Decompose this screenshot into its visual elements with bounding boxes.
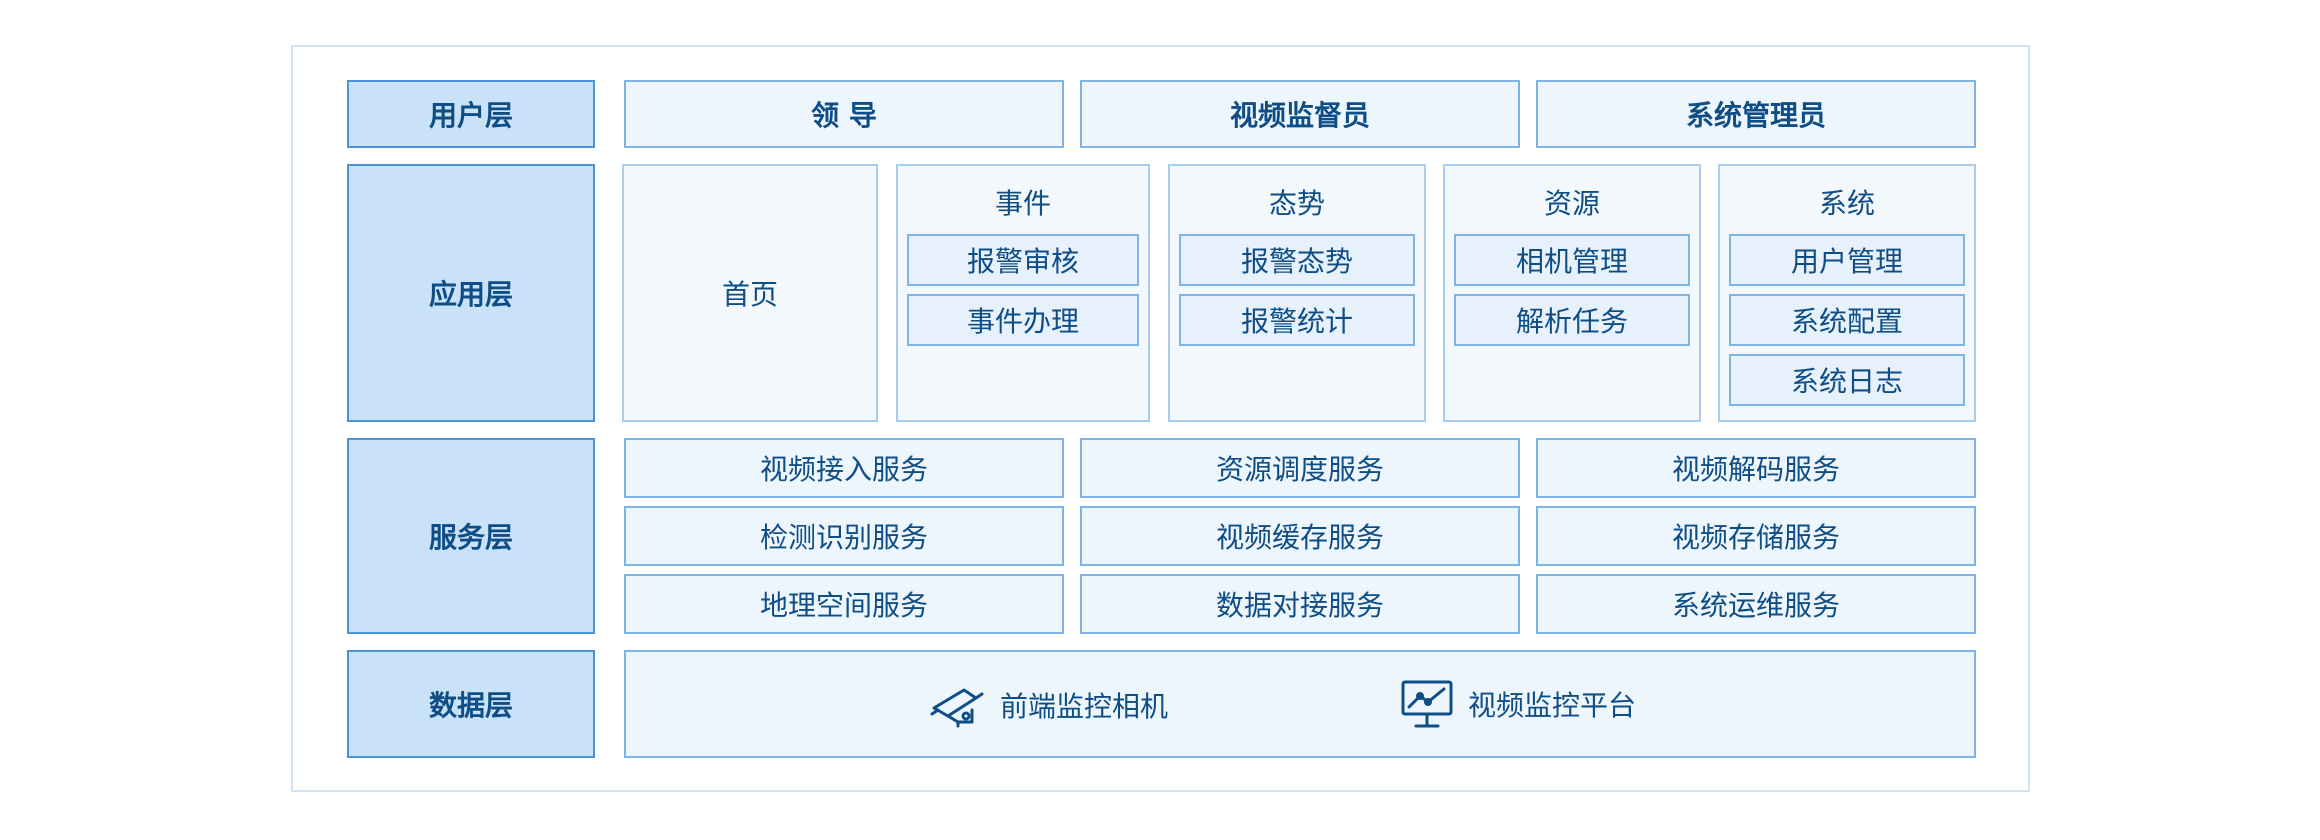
app-module-home: 首页 <box>622 164 878 422</box>
service-data-integration: 数据对接服务 <box>1080 574 1520 634</box>
service-video-storage: 视频存储服务 <box>1536 506 1976 566</box>
layer-label-app: 应用层 <box>347 164 595 422</box>
module-title: 态势 <box>1268 187 1325 220</box>
service-system-operations: 系统运维服务 <box>1536 574 1976 634</box>
service-geospatial: 地理空间服务 <box>624 574 1064 634</box>
submodule-alarm-review: 报警审核 <box>907 234 1139 286</box>
service-detection-recognition: 检测识别服务 <box>624 506 1064 566</box>
service-video-decoding: 视频解码服务 <box>1536 438 1976 498</box>
layer-label-service: 服务层 <box>347 438 595 634</box>
layer-label-user: 用户层 <box>347 80 595 148</box>
submodule-alarm-situation: 报警态势 <box>1179 234 1415 286</box>
data-source-camera: 前端监控相机 <box>928 680 1168 730</box>
service-video-access: 视频接入服务 <box>624 438 1064 498</box>
app-module-event: 事件 <box>896 164 1150 422</box>
submodule-user-management: 用户管理 <box>1729 234 1965 286</box>
user-role-system-admin: 系统管理员 <box>1536 80 1976 148</box>
monitor-chart-icon <box>1401 680 1453 728</box>
submodule-event-handling: 事件办理 <box>907 294 1139 346</box>
module-title: 系统 <box>1818 187 1875 220</box>
submodule-system-log: 系统日志 <box>1729 354 1965 406</box>
module-title: 资源 <box>1543 187 1600 220</box>
submodule-camera-management: 相机管理 <box>1454 234 1690 286</box>
service-resource-scheduling: 资源调度服务 <box>1080 438 1520 498</box>
layer-label-data: 数据层 <box>347 650 595 758</box>
data-source-platform: 视频监控平台 <box>1400 678 1636 730</box>
app-module-resource: 资源 <box>1443 164 1701 422</box>
app-module-situation: 态势 <box>1168 164 1426 422</box>
user-role-video-supervisor: 视频监督员 <box>1080 80 1520 148</box>
module-title: 事件 <box>994 187 1051 220</box>
security-camera-icon <box>930 688 984 728</box>
service-video-cache: 视频缓存服务 <box>1080 506 1520 566</box>
submodule-system-config: 系统配置 <box>1729 294 1965 346</box>
submodule-alarm-statistics: 报警统计 <box>1179 294 1415 346</box>
user-role-leader: 领 导 <box>624 80 1064 148</box>
data-layer-panel <box>624 650 1976 758</box>
submodule-analysis-task: 解析任务 <box>1454 294 1690 346</box>
